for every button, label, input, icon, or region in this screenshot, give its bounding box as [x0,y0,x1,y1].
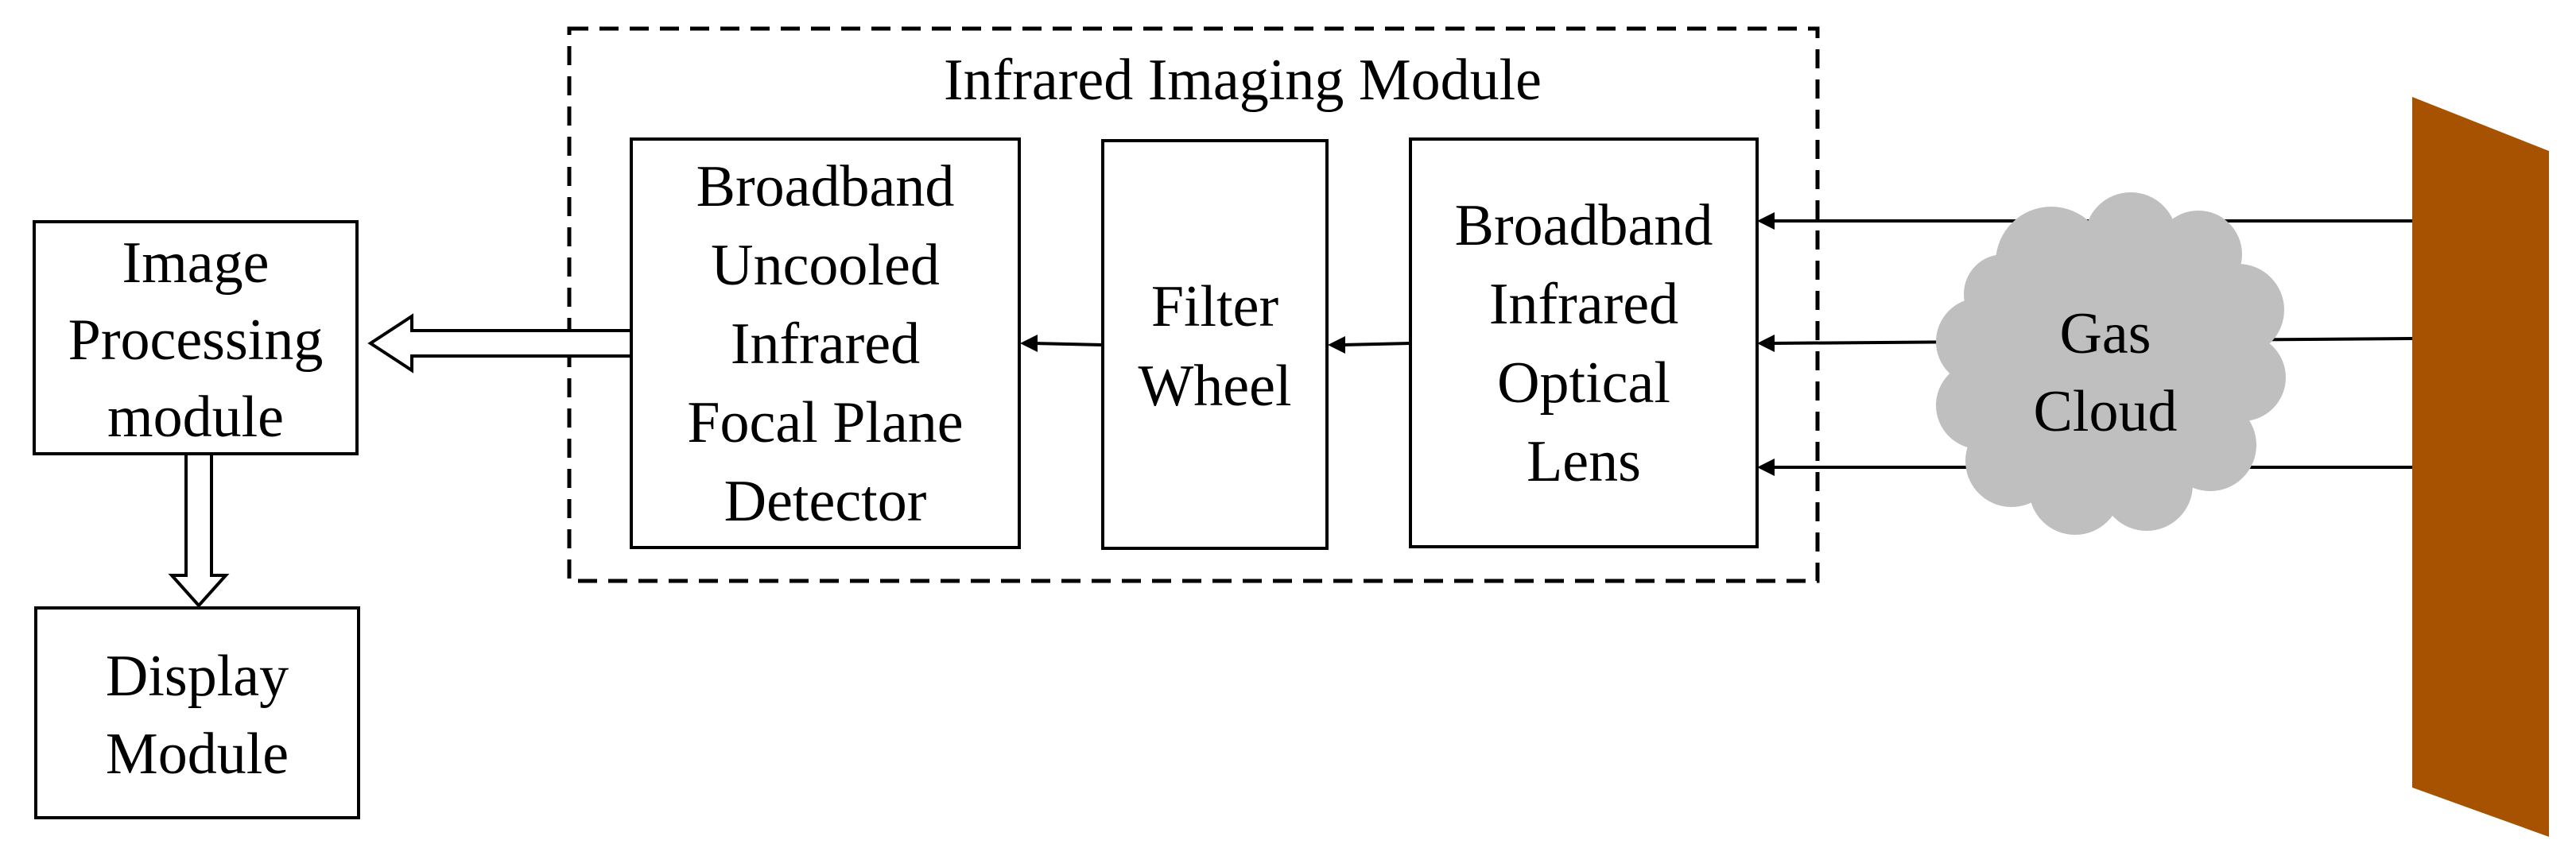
detector-label-line1: Broadband [696,154,955,219]
filter-wheel-label-line1: Filter [1151,274,1278,339]
display-module: Display Module [34,606,360,819]
gas-cloud-label-line2: Cloud [2034,379,2178,444]
filter-wheel: Filter Wheel [1101,139,1329,550]
lens-label-line3: Optical [1497,350,1670,416]
gas-cloud-label-line1: Gas [2059,301,2151,366]
image-processing-module: Image Processing module [33,220,359,455]
arrow-lens-to-filter [1328,336,1411,354]
imaging-module-title: Infrared Imaging Module [944,48,1542,113]
display-label-line2: Module [106,722,289,787]
hollow-arrow-processing-to-display [168,452,230,608]
detector-label-line2: Uncooled [711,233,940,298]
detector-label-line4: Focal Plane [687,390,963,455]
background-wall [2412,97,2549,837]
detector-label-line5: Detector [724,469,927,534]
hollow-arrow-detector-to-processing [367,313,633,374]
lens-label-line4: Lens [1527,429,1641,494]
imaging-module-frame [567,26,1820,583]
image-processing-label-line1: Image [122,230,270,296]
arrow-filter-to-detector [1020,335,1104,352]
lens-label-line2: Infrared [1489,272,1678,337]
optical-lens: Broadband Infrared Optical Lens [1409,137,1759,548]
focal-plane-detector: Broadband Uncooled Infrared Focal Plane … [630,137,1021,549]
filter-wheel-label-line2: Wheel [1138,354,1291,419]
image-processing-label-line2: Processing [68,308,324,373]
image-processing-label-line3: module [107,385,284,450]
gas-cloud-shape [1936,192,2286,535]
gas-cloud: Gas Cloud [1936,192,2286,535]
lens-label-line1: Broadband [1455,193,1713,258]
display-label-line1: Display [106,644,289,709]
detector-label-line3: Infrared [731,312,920,377]
